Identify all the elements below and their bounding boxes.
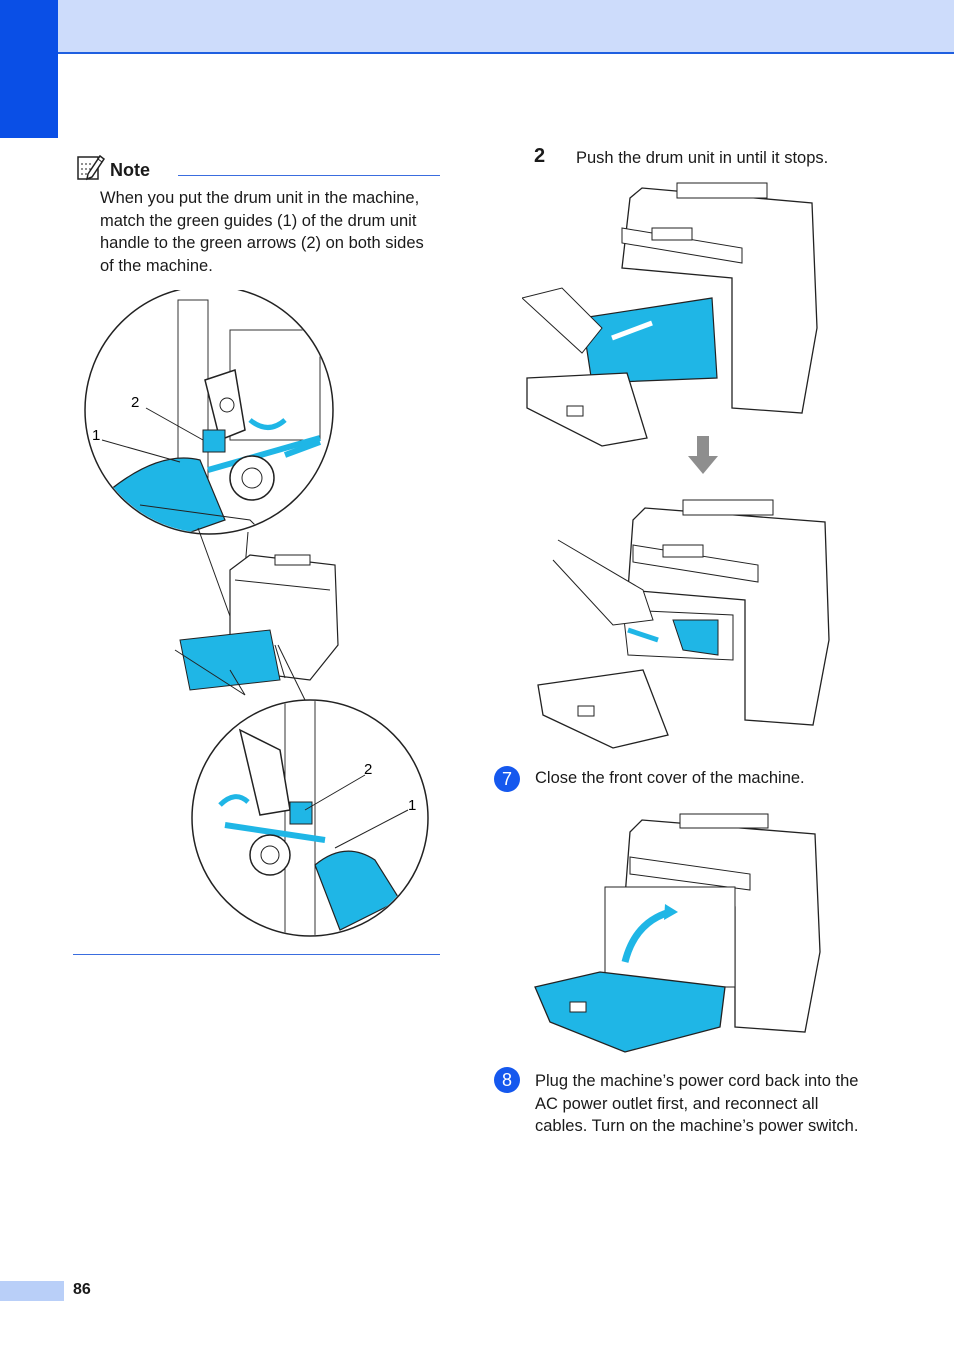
step-2-illustration-push [522,182,818,447]
callout-top-1: 1 [92,427,100,444]
bottom-detail-circle [191,699,429,937]
callout-bottom-1: 1 [408,797,416,814]
step-8-bullet: 8 [494,1067,520,1093]
step-7-text: Close the front cover of the machine. [535,769,805,787]
callout-top-2: 2 [131,394,139,411]
note-title: Note [110,160,150,180]
header-band [0,0,954,54]
footer-tab [0,1281,64,1301]
down-arrow-icon [688,436,718,474]
page-number: 86 [73,1281,91,1298]
note-rule [178,175,440,176]
step-7-illustration [534,813,821,1053]
step-2-text: Push the drum unit in until it stops. [576,149,829,167]
note-header: Note [76,152,441,182]
note-illustration: 2 1 2 1 [84,290,429,937]
step-2-illustration-inserted [537,499,830,749]
step-2-number: 2 [534,145,546,167]
note-text: When you put the drum unit in the machin… [100,189,424,275]
step-8-text: Plug the machine’s power cord back into … [535,1072,859,1135]
small-machine [174,554,339,696]
note-bottom-rule [73,954,440,955]
top-detail-circle [84,290,334,535]
callout-bottom-2: 2 [364,761,372,778]
chapter-tab [0,0,58,138]
step-7-bullet: 7 [494,766,520,792]
note-pencil-icon [77,154,106,181]
